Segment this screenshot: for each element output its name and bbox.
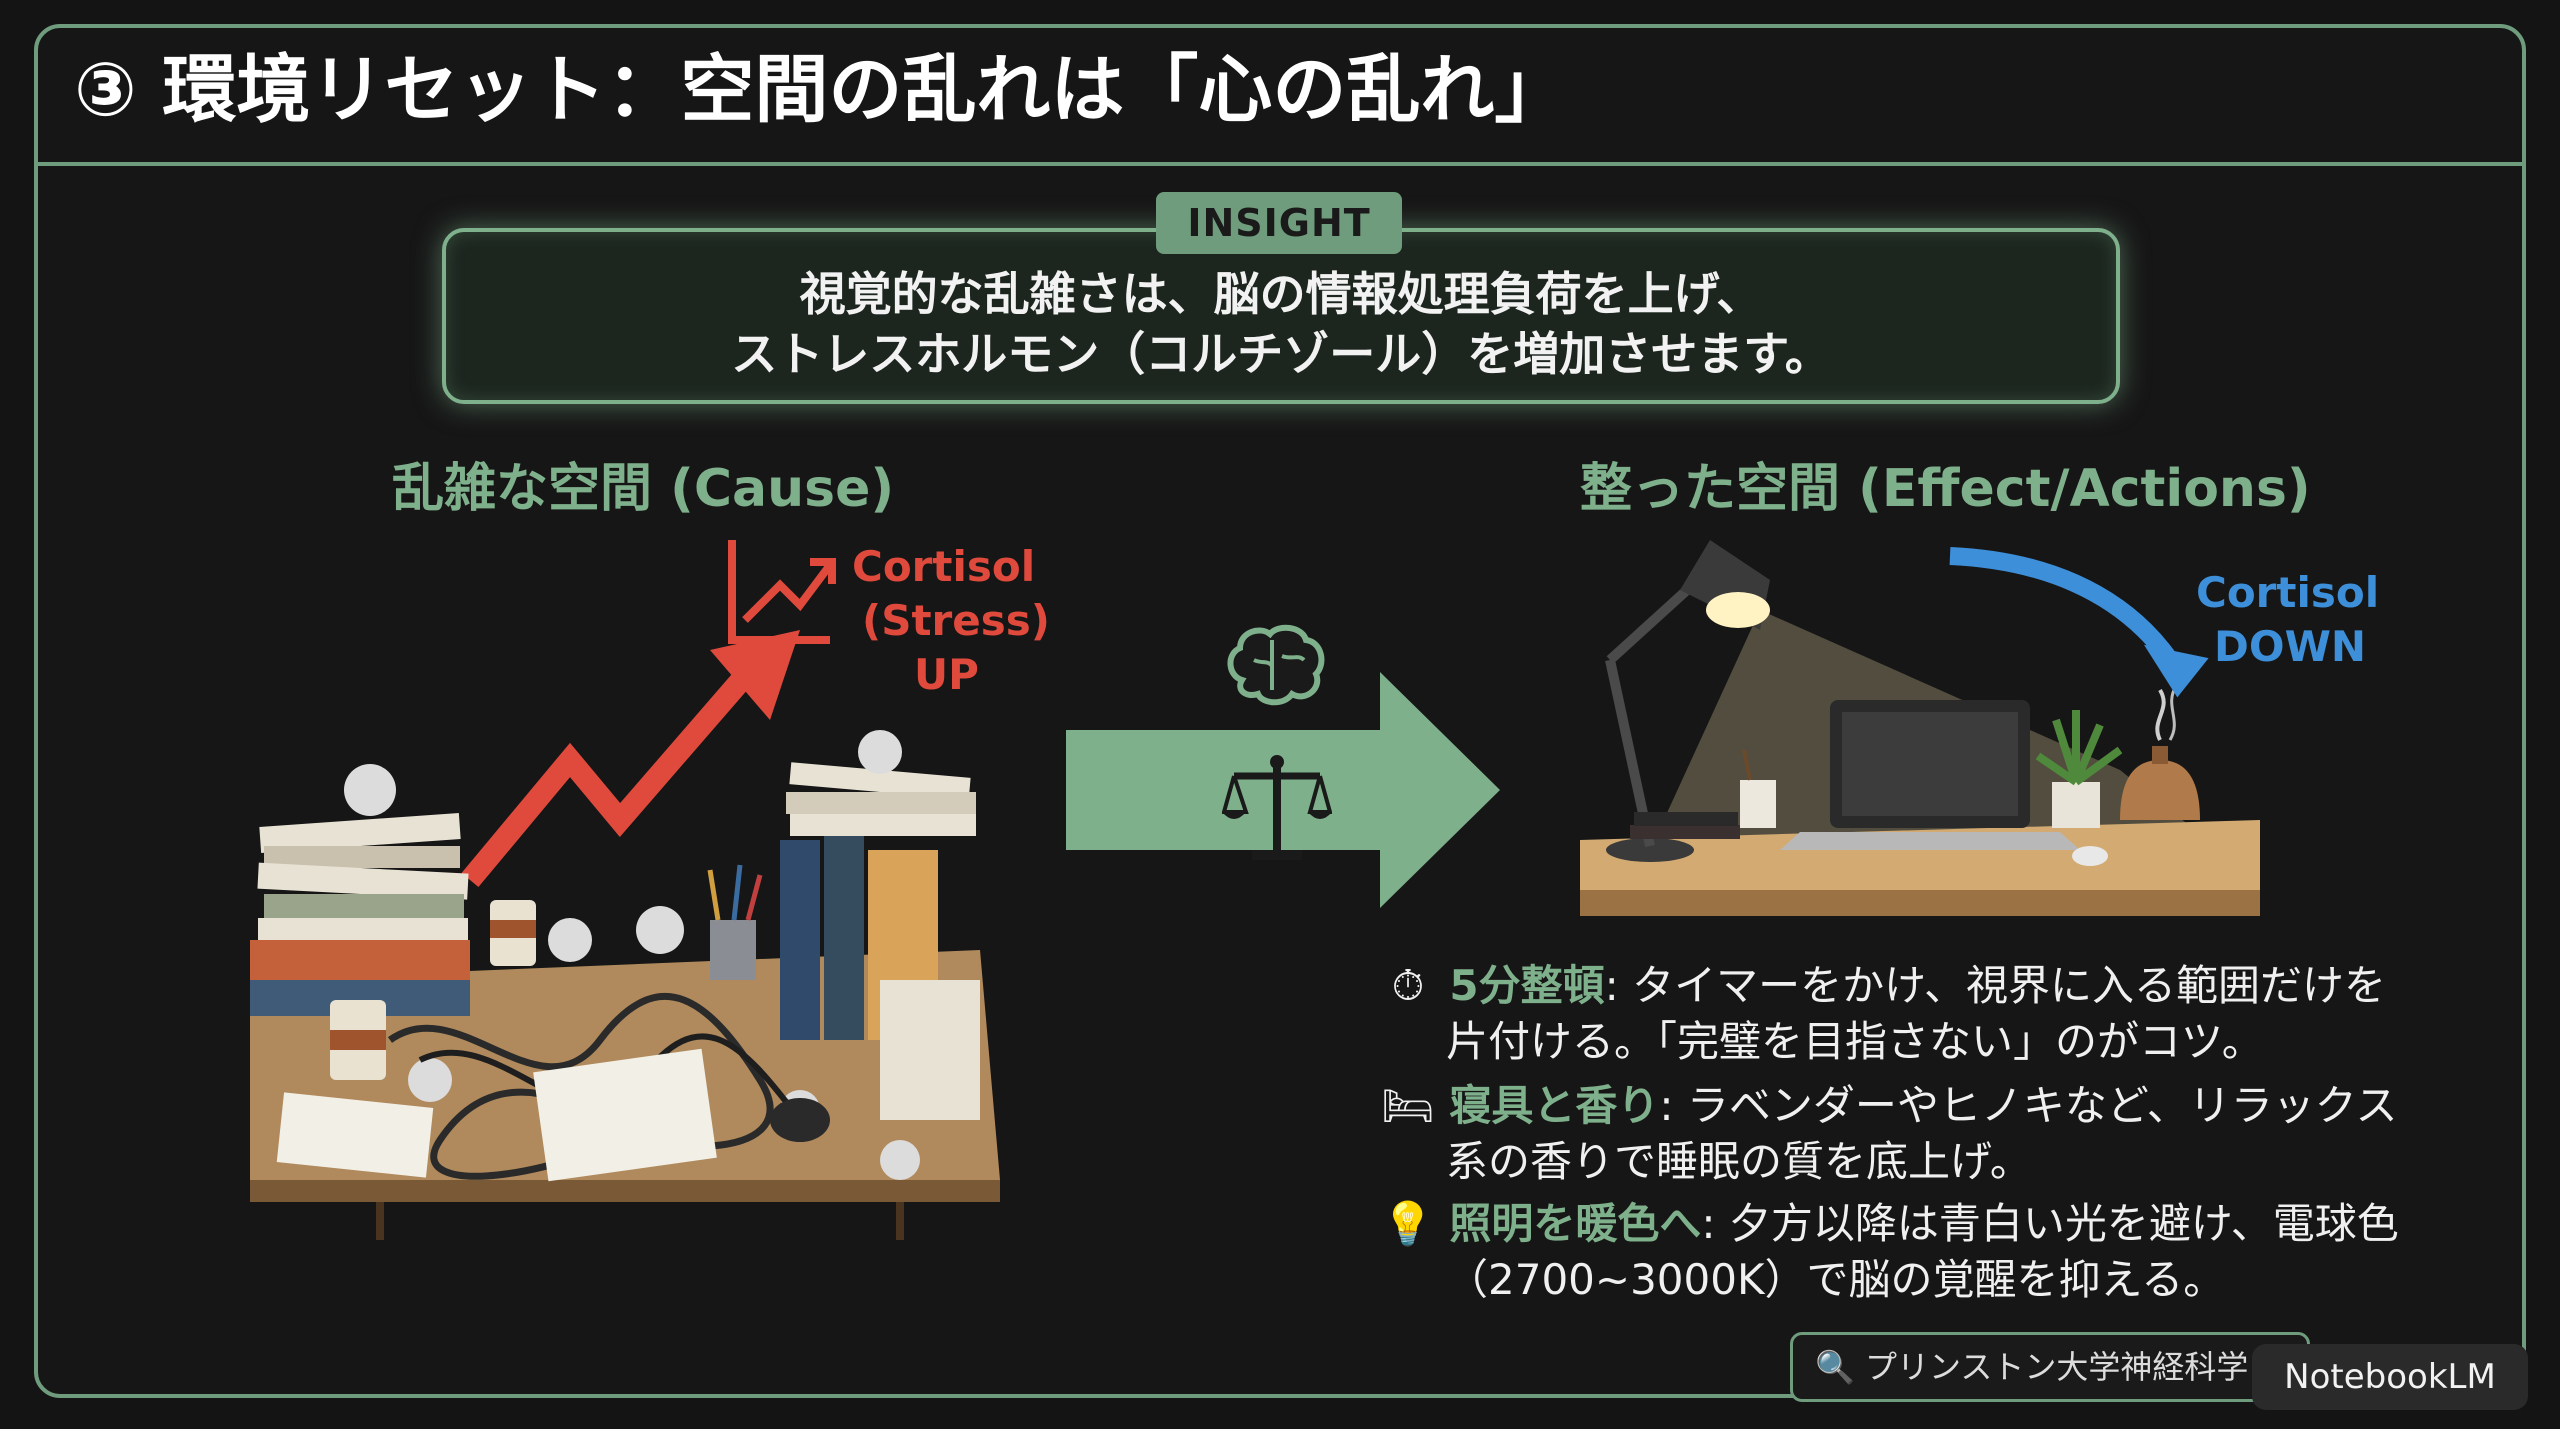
insight-tag: INSIGHT — [1156, 192, 1402, 254]
action-text-cont: （2700~3000K）で脳の覚醒を抑える。 — [1446, 1255, 2226, 1304]
cortisol-up-line1: Cortisol — [852, 542, 1036, 591]
action-text: : ラベンダーやヒノキなど、リラックス — [1659, 1081, 2398, 1130]
lightbulb-icon: 💡 — [1381, 1199, 1435, 1248]
action-item-bedding: 🛏 寝具と香り: ラベンダーやヒノキなど、リラックス 系の香りで睡眠の質を底上げ… — [1380, 1078, 2398, 1190]
cortisol-down-line1: Cortisol — [2196, 568, 2380, 617]
cortisol-down-line2: DOWN — [2214, 622, 2367, 671]
source-citation: 🔍 プリンストン大学神経科学 — [1790, 1332, 2310, 1402]
tangled-cables — [387, 993, 774, 1180]
cortisol-up-line2: (Stress) — [862, 596, 1050, 645]
action-text-cont: 系の香りで睡眠の質を底上げ。 — [1446, 1137, 2032, 1186]
action-text-cont: 片付ける。「完璧を目指さない」のがコツ。 — [1446, 1017, 2264, 1066]
stress-arrow-head — [710, 630, 800, 720]
action-lead: 照明を暖色へ — [1449, 1199, 1702, 1248]
brain-icon — [1227, 624, 1325, 706]
stress-up-arrow — [461, 662, 759, 888]
paper-stack-left — [250, 813, 470, 1016]
bed-icon: 🛏 — [1381, 1081, 1435, 1130]
title-bar — [34, 24, 2526, 166]
laptop — [1780, 700, 2080, 850]
cluttered-desk-illustration — [250, 540, 1000, 1240]
cause-heading: 乱雑な空間 (Cause) — [392, 459, 895, 519]
aroma-diffuser — [2120, 685, 2200, 820]
insight-box — [442, 228, 2120, 404]
insight-line-1: 視覚的な乱雑さは、脳の情報処理負荷を上げ、 — [799, 267, 1763, 321]
action-lead: 5分整頓 — [1449, 961, 1605, 1010]
effect-heading: 整った空間 (Effect/Actions) — [1580, 459, 2311, 519]
action-lead: 寝具と香り — [1449, 1081, 1660, 1130]
transition-arrow — [1066, 672, 1500, 908]
action-item-lighting: 💡 照明を暖色へ: 夕方以降は青白い光を避け、電球色 （2700~3000K）で… — [1380, 1196, 2399, 1308]
action-text: : タイマーをかけ、視界に入る範囲だけを — [1604, 961, 2386, 1010]
insight-line-2: ストレスホルモン（コルチゾール）を増加させます。 — [731, 327, 1831, 381]
tidy-desk-illustration — [1580, 540, 2260, 916]
paper-stack-right — [786, 762, 980, 1120]
timer-icon: ⏱ — [1391, 961, 1425, 1010]
trend-chart-icon — [728, 540, 836, 644]
action-item-tidy: ⏱ 5分整頓: タイマーをかけ、視界に入る範囲だけを 片付ける。「完璧を目指さな… — [1380, 958, 2386, 1070]
notebooklm-badge[interactable]: NotebookLM — [2252, 1344, 2528, 1410]
action-text: : 夕方以降は青白い光を避け、電球色 — [1701, 1199, 2399, 1248]
notebooklm-label: NotebookLM — [2284, 1357, 2496, 1397]
cortisol-up-line3: UP — [914, 650, 979, 699]
calm-down-arrow — [1949, 547, 2178, 666]
slide-title: ③ 環境リセット：空間の乱れは「心の乱れ」 — [74, 47, 1569, 133]
balance-scale-icon — [1222, 755, 1332, 860]
